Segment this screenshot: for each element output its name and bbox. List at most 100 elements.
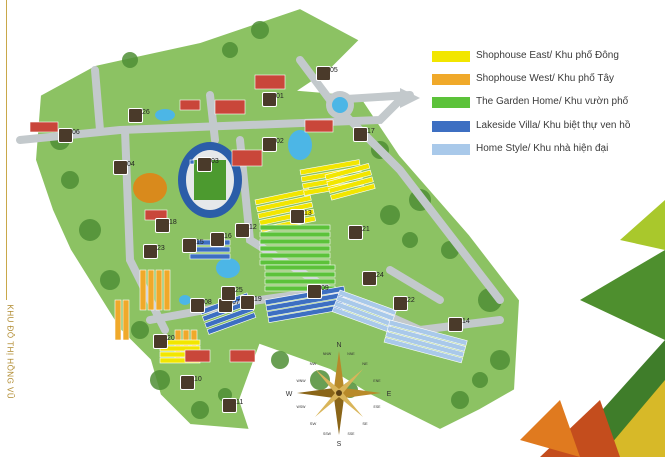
housing-block bbox=[385, 331, 465, 358]
poi-marker[interactable]: 13 bbox=[290, 209, 312, 224]
legend-swatch bbox=[432, 144, 470, 155]
poi-number: 16 bbox=[224, 233, 232, 240]
poi-marker[interactable]: 14 bbox=[448, 317, 470, 332]
housing-block bbox=[114, 299, 122, 341]
poi-marker[interactable]: 11 bbox=[222, 398, 244, 413]
arena bbox=[133, 173, 167, 203]
poi-marker[interactable]: 20 bbox=[153, 334, 175, 349]
compass-ne: NE bbox=[362, 361, 368, 366]
poi-number: 19 bbox=[254, 296, 262, 303]
poi-number: 17 bbox=[367, 128, 375, 135]
poi-marker[interactable]: 19 bbox=[240, 295, 262, 310]
poi-marker[interactable]: 03 bbox=[197, 157, 219, 172]
side-rule bbox=[6, 0, 7, 300]
compass-n: N bbox=[336, 342, 341, 349]
building-icon bbox=[182, 238, 197, 253]
facility-building bbox=[254, 74, 286, 90]
housing-block bbox=[259, 252, 331, 259]
building-icon bbox=[262, 92, 277, 107]
poi-marker[interactable]: 21 bbox=[348, 225, 370, 240]
housing-block bbox=[264, 271, 336, 278]
legend-swatch bbox=[432, 74, 470, 85]
facility-building bbox=[231, 149, 263, 167]
poi-number: 12 bbox=[249, 224, 257, 231]
poi-number: 01 bbox=[276, 93, 284, 100]
housing-block bbox=[386, 325, 467, 352]
housing-block bbox=[264, 264, 336, 271]
facility-building bbox=[179, 99, 201, 111]
compass-wnw: WNW bbox=[296, 379, 306, 383]
road-arrow bbox=[400, 88, 420, 108]
compass-s: S bbox=[337, 441, 342, 448]
housing-block bbox=[206, 312, 257, 335]
compass-rose: N S E W NE NW SE SW NNE NNW ENE ESE SSE … bbox=[286, 342, 392, 448]
poi-marker[interactable]: 08 bbox=[190, 298, 212, 313]
building-icon bbox=[348, 225, 363, 240]
poi-marker[interactable]: 01 bbox=[262, 92, 284, 107]
poi-number: 15 bbox=[196, 239, 204, 246]
poi-marker[interactable]: 17 bbox=[353, 127, 375, 142]
housing-block bbox=[337, 289, 397, 316]
housing-block bbox=[155, 269, 163, 311]
side-title: KHU ĐÔ THỊ HỒNG VŨ bbox=[2, 300, 16, 457]
legend-label: Home Style/ Khu nhà hiện đại bbox=[476, 143, 609, 154]
facility-building bbox=[184, 349, 211, 363]
housing-block bbox=[147, 269, 155, 311]
poi-number: 11 bbox=[236, 399, 244, 406]
housing-block bbox=[189, 159, 195, 165]
poi-marker[interactable]: 02 bbox=[262, 137, 284, 152]
legend-item-shophouse-west: Shophouse West/ Khu phố Tây bbox=[432, 73, 662, 87]
building-icon bbox=[222, 398, 237, 413]
poi-number: 04 bbox=[127, 161, 135, 168]
poi-marker[interactable]: 05 bbox=[316, 66, 338, 81]
housing-block bbox=[189, 253, 231, 260]
poi-marker[interactable]: 12 bbox=[235, 223, 257, 238]
compass-e: E bbox=[387, 391, 392, 398]
housing-block bbox=[335, 295, 395, 322]
legend-label: The Garden Home/ Khu vườn phố bbox=[476, 96, 629, 107]
housing-block bbox=[330, 183, 376, 201]
poi-marker[interactable]: 25 bbox=[221, 286, 243, 301]
poi-marker[interactable]: 18 bbox=[155, 218, 177, 233]
poi-marker[interactable]: 16 bbox=[210, 232, 232, 247]
housing-block bbox=[257, 201, 314, 219]
facility-building bbox=[304, 119, 334, 133]
building-icon bbox=[128, 108, 143, 123]
poi-number: 23 bbox=[157, 245, 165, 252]
compass-ene: ENE bbox=[373, 379, 381, 383]
compass-nw: NW bbox=[310, 361, 317, 366]
poi-marker[interactable]: 04 bbox=[113, 160, 135, 175]
building-icon bbox=[262, 137, 277, 152]
poi-marker[interactable]: 09 bbox=[307, 284, 329, 299]
poi-number: 10 bbox=[194, 376, 202, 383]
water bbox=[155, 109, 312, 305]
compass-wsw: WSW bbox=[297, 405, 307, 409]
compass-sw: SW bbox=[310, 421, 317, 426]
building-icon bbox=[210, 232, 225, 247]
legend-label: Lakeside Villa/ Khu biệt thự ven hồ bbox=[476, 120, 631, 131]
poi-marker[interactable]: 15 bbox=[182, 238, 204, 253]
housing-block bbox=[259, 259, 331, 266]
housing-block bbox=[259, 231, 331, 238]
building-icon bbox=[221, 286, 236, 301]
decorative-triangles bbox=[520, 200, 665, 457]
poi-number: 08 bbox=[204, 299, 212, 306]
housing-block bbox=[163, 269, 171, 311]
poi-marker[interactable]: 26 bbox=[128, 108, 150, 123]
building-icon bbox=[235, 223, 250, 238]
building-icon bbox=[58, 128, 73, 143]
legend-item-lakeside-villa: Lakeside Villa/ Khu biệt thự ven hồ bbox=[432, 120, 662, 134]
building-icon bbox=[393, 296, 408, 311]
poi-marker[interactable]: 10 bbox=[180, 375, 202, 390]
building-icon bbox=[448, 317, 463, 332]
housing-block bbox=[328, 176, 374, 194]
poi-number: 25 bbox=[235, 287, 243, 294]
poi-marker[interactable]: 24 bbox=[362, 271, 384, 286]
building-icon bbox=[190, 298, 205, 313]
poi-marker[interactable]: 22 bbox=[393, 296, 415, 311]
legend-item-home-style: Home Style/ Khu nhà hiện đại bbox=[432, 143, 662, 157]
building-icon bbox=[290, 209, 305, 224]
poi-marker[interactable]: 23 bbox=[143, 244, 165, 259]
poi-marker[interactable]: 06 bbox=[58, 128, 80, 143]
roundabouts bbox=[326, 91, 354, 119]
